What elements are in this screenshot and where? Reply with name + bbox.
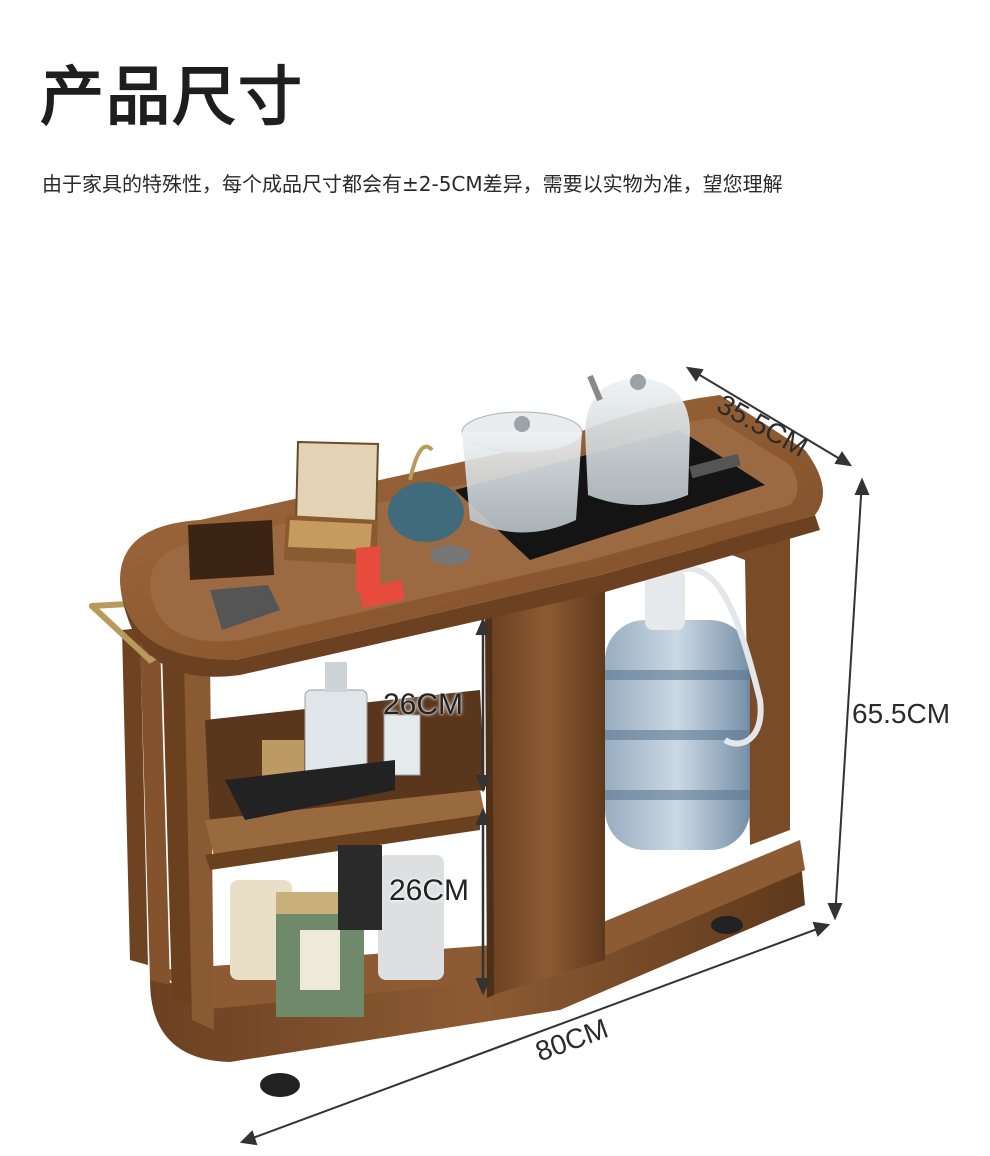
cabinet-door: [485, 585, 605, 998]
cigar-box-icon: [284, 440, 380, 565]
upper-shelf-height-label: 26CM: [383, 688, 464, 721]
kettle-icon: [585, 374, 690, 505]
cigar-case-icon: [188, 520, 404, 630]
side-slat-panel: [122, 628, 214, 1030]
tea-can-icon: [230, 845, 444, 1017]
decanter-icon: [225, 662, 421, 820]
page-title: 产品尺寸: [40, 61, 304, 135]
caster-wheel-icon: [260, 916, 743, 1097]
water-bucket-icon: [605, 565, 764, 850]
lower-shelf-height-label: 26CM: [389, 874, 470, 907]
size-disclaimer: 由于家具的特殊性，每个成品尺寸都会有±2-5CM差异，需要以实物为准，望您理解: [42, 172, 783, 196]
teapot-icon: [388, 444, 470, 565]
dimension-arrows: [239, 366, 870, 1146]
height-label: 65.5CM: [852, 698, 951, 729]
glass-pot-icon: [461, 411, 583, 533]
